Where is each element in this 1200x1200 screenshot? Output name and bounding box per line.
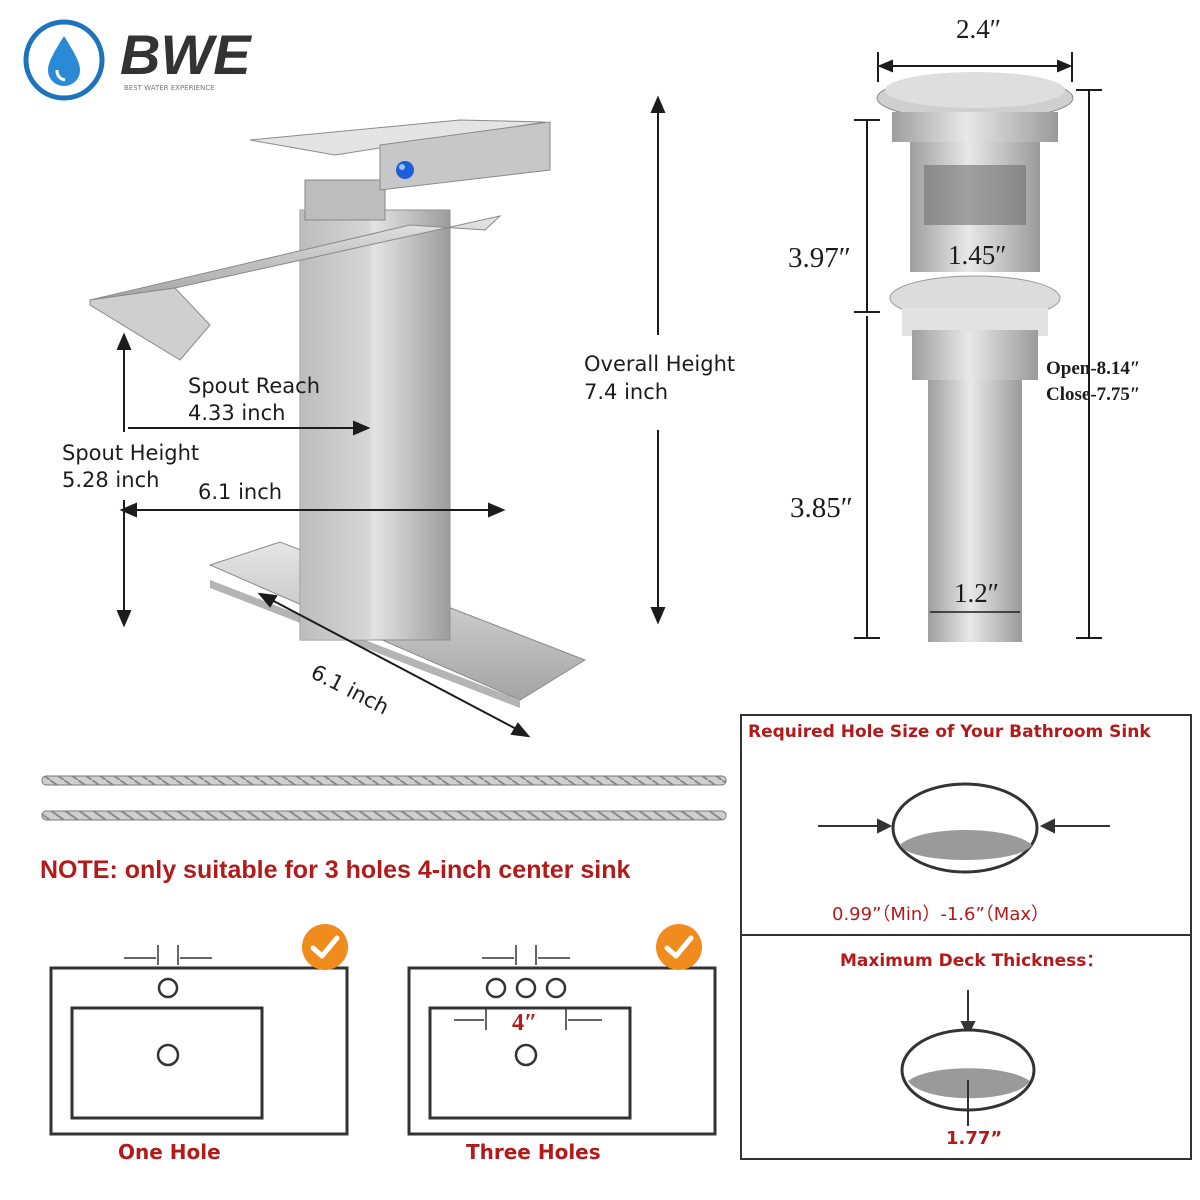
pop-up-drain-illustration xyxy=(854,52,1102,642)
water-drop-icon xyxy=(23,19,105,101)
supply-hoses xyxy=(41,775,727,821)
one-hole-label: One Hole xyxy=(118,1140,221,1164)
check-badge-icon xyxy=(656,924,702,970)
deck-thickness-value: 1.77” xyxy=(946,1128,1003,1149)
hole-size-range: 0.99”（Min）-1.6”（Max） xyxy=(832,904,1050,925)
requirements-panel xyxy=(740,714,1192,1160)
drain-lower-height: 3.85″ xyxy=(790,492,853,524)
hole-size-title: Required Hole Size of Your Bathroom Sink xyxy=(748,722,1151,742)
spout-height-value: 5.28 inch xyxy=(62,468,160,492)
overall-height-value: 7.4 inch xyxy=(584,380,669,404)
compatibility-note: NOTE: only suitable for 3 holes 4-inch c… xyxy=(40,856,631,884)
drain-tail-diameter: 1.2″ xyxy=(954,578,999,608)
three-hole-sink-diagram xyxy=(407,945,717,1136)
drain-open-height: Open-8.14″ xyxy=(1046,358,1141,379)
drain-close-height: Close-7.75″ xyxy=(1046,384,1141,405)
spout-reach-value: 4.33 inch xyxy=(188,401,286,425)
hole-size-diagram xyxy=(818,782,1110,874)
drain-inner-diameter: 1.45″ xyxy=(948,240,1007,270)
panel-divider xyxy=(740,934,1192,936)
spout-reach-label: Spout Reach xyxy=(188,374,321,398)
one-hole-sink-diagram xyxy=(49,945,349,1136)
three-holes-label: Three Holes xyxy=(466,1140,601,1164)
reach-to-body-value: 6.1 inch xyxy=(198,480,283,504)
brand-name: BWE xyxy=(120,23,251,86)
spout-height-label: Spout Height xyxy=(62,441,200,465)
deck-thickness-diagram xyxy=(900,990,1036,1126)
brand-tagline: BEST WATER EXPERIENCE xyxy=(124,84,215,92)
overall-height-label: Overall Height xyxy=(584,352,736,376)
drain-upper-height: 3.97″ xyxy=(788,242,851,274)
deck-thickness-title: Maximum Deck Thickness： xyxy=(840,951,1104,971)
drain-top-width: 2.4″ xyxy=(956,14,1001,44)
center-spacing-value: 4″ xyxy=(512,1010,538,1036)
check-badge-icon xyxy=(302,924,348,970)
